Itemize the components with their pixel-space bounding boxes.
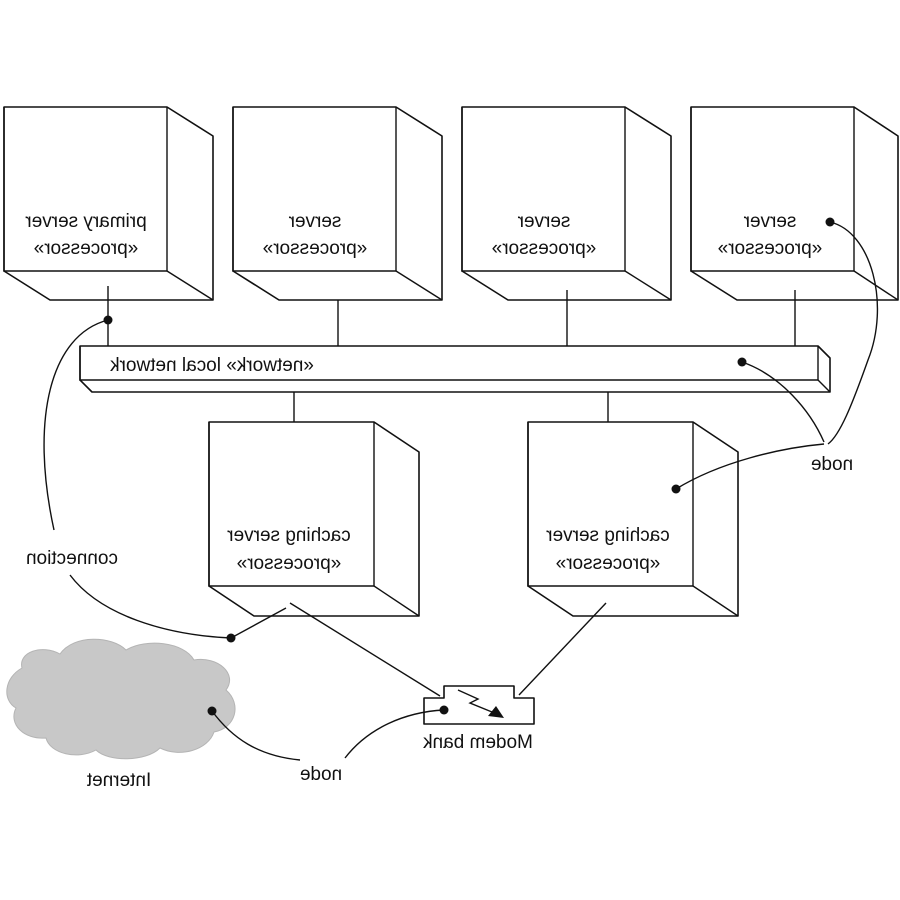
caching-server-node-2: [527, 421, 739, 617]
connection-annotation: connection: [26, 548, 118, 569]
caching-server-name-1: caching server: [227, 525, 351, 546]
server-stereotype-3: «processor»: [492, 238, 597, 259]
network-cache-links: [293, 392, 609, 422]
node-annotation-bottom: node: [300, 764, 342, 785]
internet-label: Internet: [86, 770, 151, 791]
modem-bank-node: [423, 685, 535, 725]
server-stereotype-primary: «processor»: [34, 238, 139, 259]
local-network-bar: [79, 345, 831, 393]
server-name-3: server: [517, 211, 570, 232]
connection-annotation-leaders: [43, 315, 236, 643]
caching-server-stereotype-2: «processor»: [556, 553, 661, 574]
node-annotation-top-leaders: [671, 217, 879, 494]
caching-server-name-2: caching server: [546, 525, 670, 546]
server-name-4: server: [743, 211, 796, 232]
server-node-2: [232, 106, 443, 301]
network-label: «network» local network: [110, 355, 314, 376]
internet-cloud-shape: [6, 638, 236, 760]
node-annotation-top: node: [811, 454, 853, 475]
server-node-primary: [3, 106, 214, 301]
modem-links: [230, 602, 607, 697]
server-node-3: [461, 106, 672, 301]
server-name-primary: primary server: [25, 211, 147, 232]
server-name-2: server: [288, 211, 341, 232]
modem-lightning-icon: [457, 689, 493, 713]
caching-server-node-1: [208, 421, 420, 617]
modem-bank-label: Modem bank: [423, 732, 533, 753]
node-annotation-bottom-leaders: [207, 705, 449, 761]
server-stereotype-2: «processor»: [263, 238, 368, 259]
server-stereotype-4: «processor»: [718, 238, 823, 259]
server-node-4: [690, 106, 899, 301]
caching-server-stereotype-1: «processor»: [237, 553, 342, 574]
